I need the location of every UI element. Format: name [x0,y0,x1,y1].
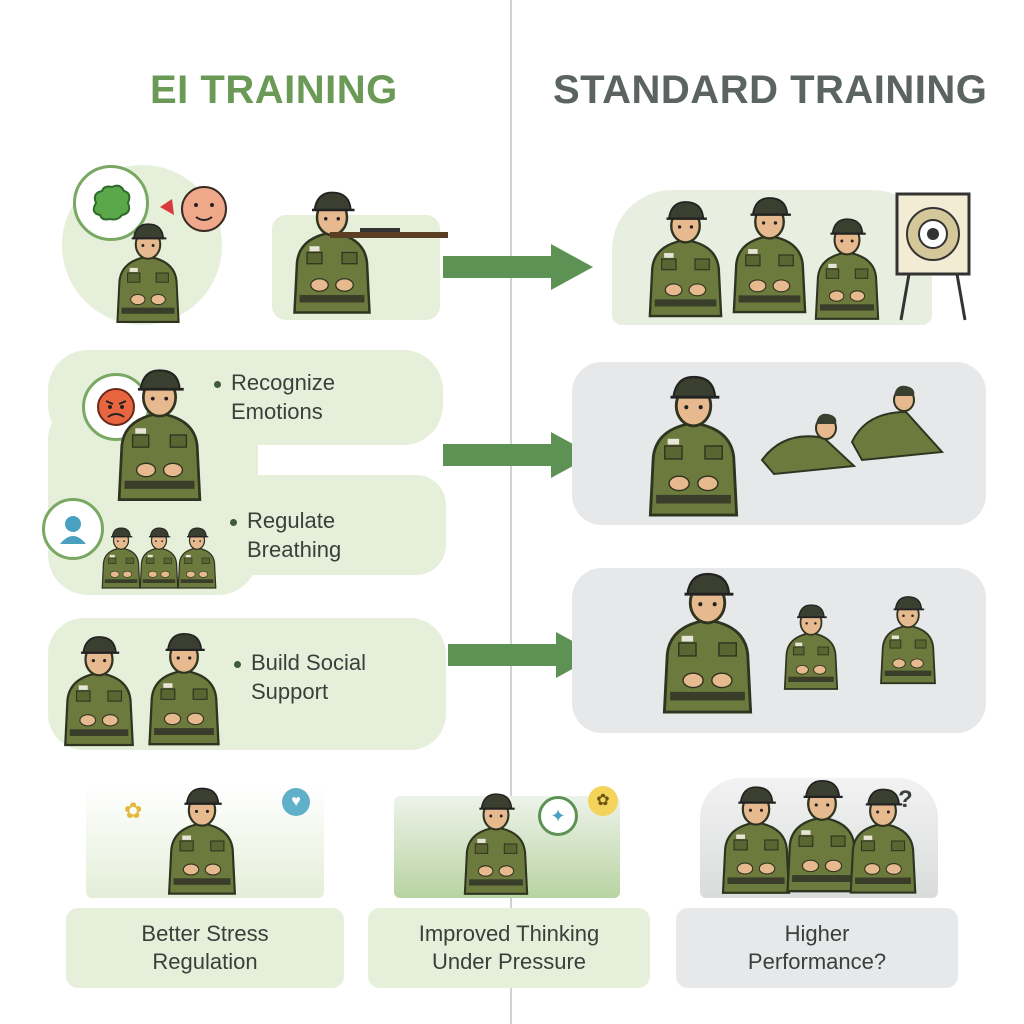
step-regulate-breathing: Regulate Breathing [230,506,341,564]
arrow-right [443,244,593,290]
soldier-figure [814,218,880,320]
idea-bubble-icon: ✿ [588,786,618,816]
soldier-figure [177,527,217,589]
soldier-figure [783,604,839,690]
soldier-figure [648,200,723,318]
soldier-figure [732,196,807,314]
step-recognize-emotions: Recognize Emotions [214,368,335,426]
person-icon [60,516,86,544]
brain-bubble [73,165,149,241]
soldier-figure [849,788,917,894]
rifle-icon [330,228,448,238]
outcome-higher-performance: Higher Performance? [676,908,958,988]
heart-icon: ♥ [282,788,310,816]
arrow-right [443,432,593,478]
soldier-figure [463,793,529,895]
face-icon [160,186,227,232]
idea-icon: ✿ [124,798,143,823]
speech-bubble-icon: ✦ [538,796,578,836]
soldier-figure [293,191,371,314]
soldier-figure [117,369,202,501]
standard-training-heading: STANDARD TRAINING [553,68,988,112]
soldier-figure [116,223,180,323]
center-divider [510,0,512,1024]
target-icon [895,192,971,321]
crawling-soldier-figure [850,385,945,462]
soldier-figure [148,632,220,746]
angry-face-icon [97,388,135,426]
soldier-figure [168,787,236,895]
soldier-figure [880,595,936,685]
crawling-soldier-figure [760,413,857,476]
question-icon: ? [898,786,913,813]
person-bubble [42,498,104,560]
soldier-figure [648,375,739,517]
soldier-figure [64,635,134,747]
step-build-social-support: Build Social Support [234,648,366,706]
brain-icon [92,184,131,221]
outcome-improved-thinking: Improved Thinking Under Pressure [368,908,650,988]
ei-training-heading: EI TRAINING [150,68,398,112]
outcome-better-stress-regulation: Better Stress Regulation [66,908,344,988]
soldier-figure [662,572,753,714]
